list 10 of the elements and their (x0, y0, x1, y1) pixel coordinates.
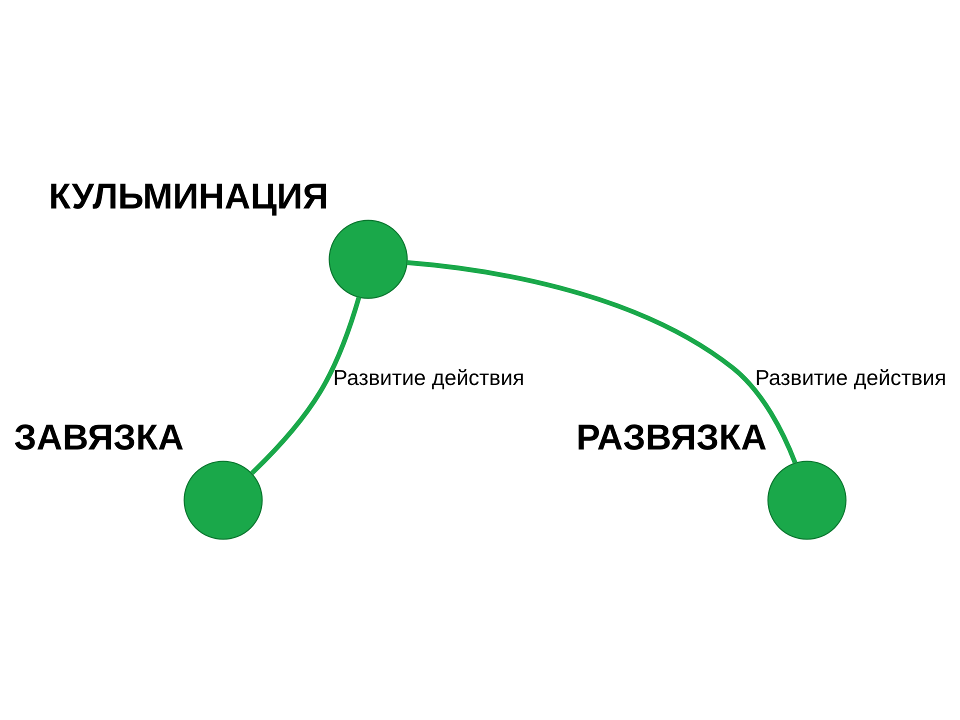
node-circle (328, 220, 408, 299)
edge-label: Развитие действия (333, 365, 524, 390)
edge-label: Развитие действия (755, 365, 946, 390)
connector (406, 260, 798, 464)
connector (250, 296, 362, 475)
node-label: РАЗВЯЗКА (576, 416, 767, 458)
node-circle (767, 460, 846, 540)
node-label: ЗАВЯЗКА (14, 416, 184, 458)
node-label: КУЛЬМИНАЦИЯ (48, 175, 328, 216)
node-circle (184, 460, 263, 540)
